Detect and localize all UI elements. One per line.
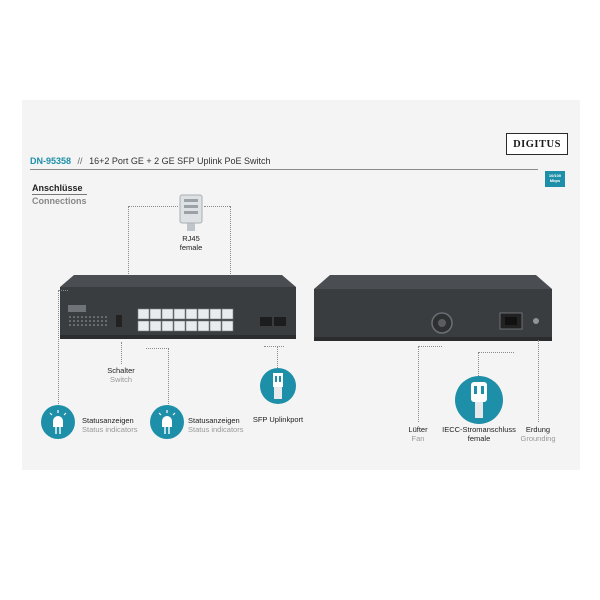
connector-line [478, 352, 479, 376]
led-indicator-icon [41, 405, 75, 439]
connector-line [168, 348, 169, 406]
rj45-label: RJ45 female [179, 234, 203, 252]
product-name: 16+2 Port GE + 2 GE SFP Uplink PoE Switc… [89, 156, 271, 166]
connector-line [230, 206, 231, 276]
status-indicators-label-2: Statusanzeigen Status indicators [188, 416, 244, 434]
section-subtitle: Connections [32, 196, 87, 206]
model-number: DN-95358 [30, 156, 72, 166]
connector-line [418, 346, 442, 347]
connector-line [538, 340, 539, 422]
product-title-row: DN-95358 // 16+2 Port GE + 2 GE SFP Upli… [30, 156, 271, 166]
sfp-module-icon [260, 368, 296, 404]
brand-logo: DIGITUS [506, 133, 568, 155]
status-indicators-label-1: Statusanzeigen Status indicators [82, 416, 138, 434]
connector-line [58, 290, 68, 291]
title-divider [30, 169, 538, 170]
connector-line [128, 206, 129, 276]
connector-line [264, 346, 284, 347]
connector-line [58, 290, 59, 408]
switch-front-view [60, 275, 296, 339]
connector-line [204, 206, 230, 207]
title-separator: // [77, 156, 83, 166]
speed-badge: 10/100 Mbps [545, 171, 565, 187]
sfp-label: SFP Uplinkport [252, 415, 304, 424]
connector-line [478, 352, 514, 353]
led-indicator-icon [150, 405, 184, 439]
switch-label: Schalter Switch [107, 366, 135, 384]
fan-label: Lüfter Fan [408, 425, 428, 443]
section-title: Anschlüsse [32, 183, 83, 193]
connector-line [121, 342, 122, 364]
iec-power-label: IECC-Stromanschluss female [442, 425, 516, 443]
iec-plug-icon [455, 376, 503, 424]
connector-line [128, 206, 178, 207]
connector-line [277, 346, 278, 368]
section-divider [32, 194, 87, 195]
connector-line [418, 346, 419, 422]
switch-back-view [314, 275, 552, 341]
connector-line [146, 348, 169, 349]
rj45-plug-icon [179, 194, 203, 231]
grounding-label: Erdung Grounding [520, 425, 556, 443]
